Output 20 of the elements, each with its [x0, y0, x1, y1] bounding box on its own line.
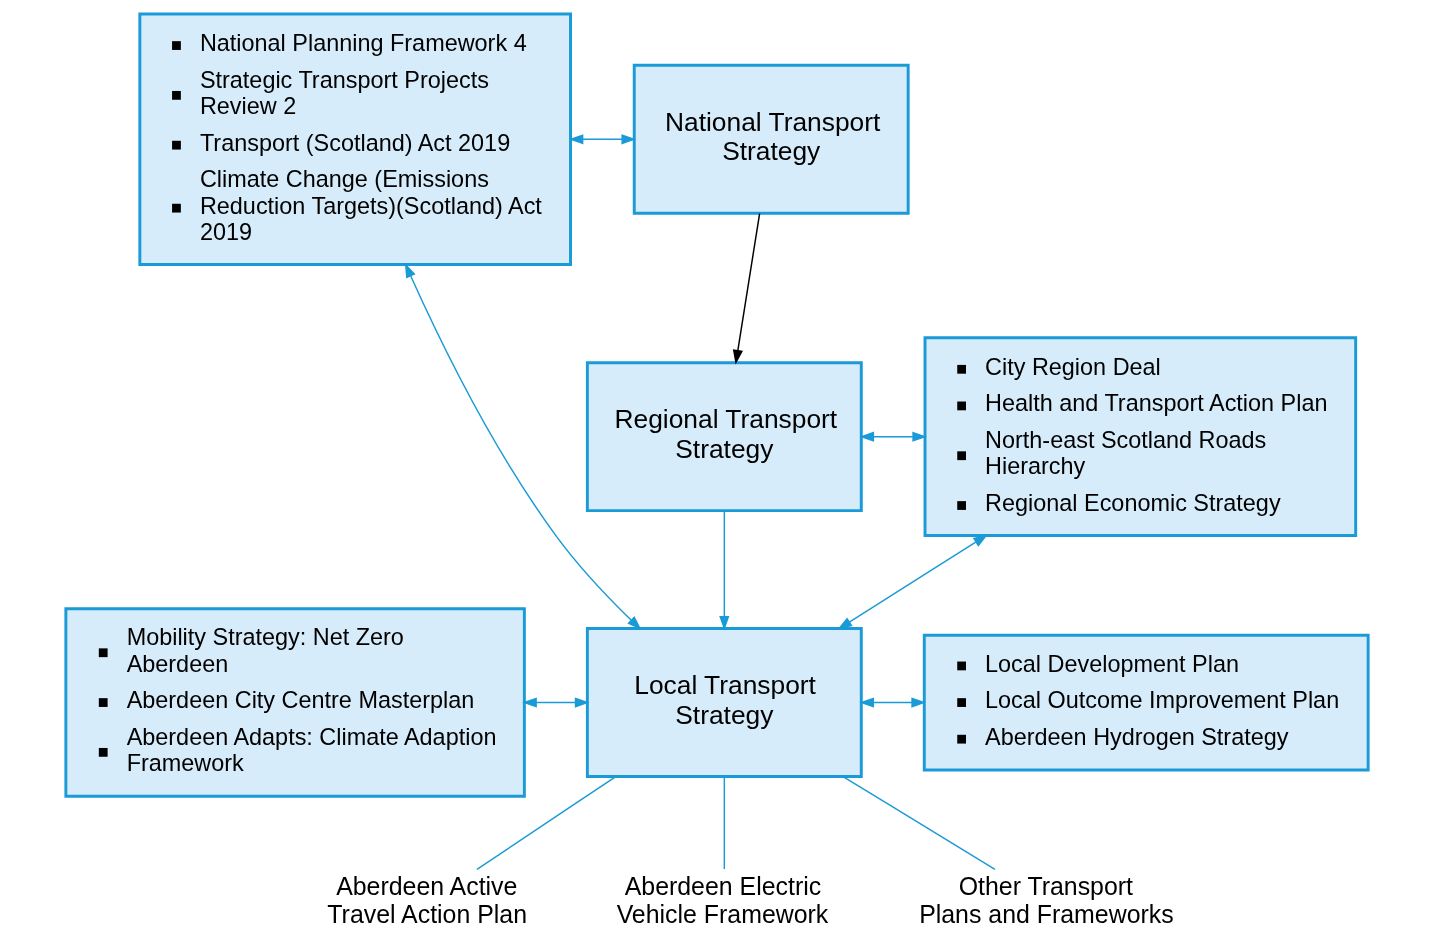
connector: [475, 775, 617, 871]
arrow: [858, 431, 927, 442]
node-box: Regional Transport Strategy: [585, 361, 863, 513]
connector: [841, 775, 996, 871]
arrow: [732, 212, 760, 365]
arrow: [858, 697, 926, 708]
node-box: City Region Deal Health and Transport Action Plan North-east Scotland Roads Hierarchy Regional Economic Strategy: [923, 336, 1357, 538]
node-box: Local Transport Strategy: [585, 627, 863, 778]
node-text: Aberdeen Electric Vehicle Framework: [616, 872, 828, 929]
node-box: National Planning Framework 4 Strategic Transport Projects Review 2 Transport (Scotland) Act 2019 Climate Change (Emissions Reduction Targets)(Scotland) Act 2019: [137, 12, 572, 267]
node-box: Local Development Plan Local Outcome Improvement Plan Aberdeen Hydrogen Strategy: [922, 633, 1370, 772]
arrow: [718, 509, 729, 631]
node-text: Other Transport Plans and Frameworks: [918, 872, 1174, 929]
arrow: [521, 697, 589, 708]
arrow: [568, 134, 636, 145]
arrow: [837, 534, 988, 630]
node-text: Aberdeen Active Travel Action Plan: [326, 872, 527, 929]
node-box: National Transport Strategy: [632, 63, 910, 215]
node-box: Mobility Strategy: Net Zero Aberdeen Aberdeen City Centre Masterplan Aberdeen Adapts: Climate Adaption Framework: [63, 607, 526, 798]
connector: [723, 775, 725, 870]
